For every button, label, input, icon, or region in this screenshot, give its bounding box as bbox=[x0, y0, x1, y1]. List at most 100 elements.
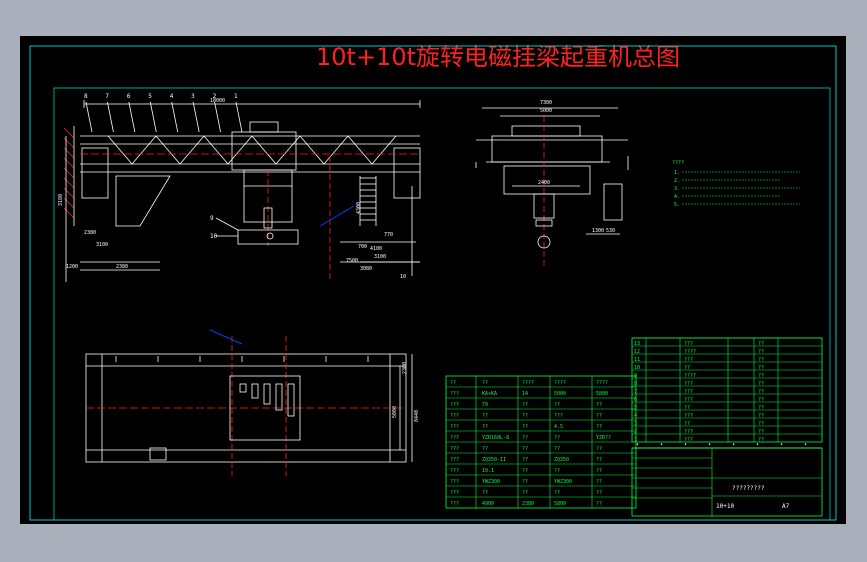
table-cell: ?? bbox=[596, 490, 602, 496]
truss-diagonal bbox=[131, 135, 157, 165]
parts-cell: 5 bbox=[634, 405, 637, 411]
wall-hatch bbox=[63, 187, 75, 199]
parts-cell: 8 bbox=[634, 381, 637, 387]
parts-marker: • bbox=[636, 442, 639, 448]
notes-heading: ???? bbox=[672, 160, 684, 166]
parts-cell: ?? bbox=[758, 389, 764, 395]
parts-cell: 11 bbox=[634, 357, 640, 363]
magnet-beam bbox=[237, 229, 299, 245]
parts-cell: ?? bbox=[684, 365, 690, 371]
parts-marker: • bbox=[660, 442, 663, 448]
parts-cell: ?? bbox=[758, 349, 764, 355]
dimension-text: 2380 bbox=[84, 230, 96, 236]
table-cell: ?? bbox=[554, 490, 560, 496]
dimension-text: 18000 bbox=[210, 98, 225, 104]
table-cell: ?? bbox=[482, 424, 488, 430]
table-header: ???? bbox=[554, 380, 566, 386]
title-block-drawing-number: 10+10 bbox=[716, 503, 734, 510]
parts-cell: ?? bbox=[758, 421, 764, 427]
end-carriage-right bbox=[393, 147, 421, 199]
truss-diagonal bbox=[155, 135, 181, 165]
dimension-text: 1300 bbox=[592, 228, 604, 234]
table-cell: ??? bbox=[450, 402, 459, 408]
balloon-number: 4 bbox=[170, 93, 174, 100]
truss-diagonal bbox=[179, 135, 205, 165]
table-header: ???? bbox=[596, 380, 608, 386]
table-cell: ?? bbox=[522, 402, 528, 408]
parts-cell: ?? bbox=[758, 381, 764, 387]
balloon-leader bbox=[192, 101, 200, 133]
parts-cell: ?? bbox=[684, 421, 690, 427]
leader-line bbox=[319, 205, 355, 227]
table-cell: YWZ300 bbox=[482, 479, 500, 485]
table-cell: ?? bbox=[554, 468, 560, 474]
table-cell: ?? bbox=[482, 446, 488, 452]
table-cell: ?? bbox=[554, 435, 560, 441]
parts-cell: ??? bbox=[684, 381, 693, 387]
wall-hatch bbox=[63, 147, 75, 159]
table-cell: ?? bbox=[522, 413, 528, 419]
parts-cell: ?? bbox=[758, 365, 764, 371]
wall-hatch bbox=[63, 177, 75, 189]
balloon-number: 5 bbox=[148, 93, 152, 100]
plan-leader bbox=[209, 329, 243, 345]
table-cell: ??? bbox=[450, 501, 459, 507]
wall-hatch bbox=[63, 127, 75, 139]
balloon-number: 2 bbox=[213, 93, 217, 100]
note-number: 5. bbox=[674, 202, 680, 208]
table-cell: ?? bbox=[522, 446, 528, 452]
callout-number: 10 bbox=[210, 233, 218, 240]
table-cell: 5000 bbox=[554, 391, 566, 397]
table-cell: ??? bbox=[450, 413, 459, 419]
sheet-frame bbox=[29, 45, 837, 521]
title-block-sheet: A7 bbox=[782, 503, 790, 510]
parts-cell: 7 bbox=[634, 389, 637, 395]
plan-trolley-part bbox=[263, 383, 271, 405]
title-block-name: ????????? bbox=[732, 485, 765, 492]
dimension-text: 4300 bbox=[356, 202, 362, 214]
parts-marker: • bbox=[804, 442, 807, 448]
truss-diagonal bbox=[251, 135, 277, 165]
parts-marker: • bbox=[732, 442, 735, 448]
note-number: 4. bbox=[674, 194, 680, 200]
parts-cell: ??? bbox=[684, 413, 693, 419]
balloon-number: 1 bbox=[234, 93, 238, 100]
parts-marker: • bbox=[684, 442, 687, 448]
dimension-text: 5000 bbox=[540, 108, 552, 114]
note-number: 2. bbox=[674, 178, 680, 184]
balloon-leader bbox=[235, 101, 243, 133]
table-cell: ?? bbox=[522, 435, 528, 441]
parts-cell: ?? bbox=[758, 397, 764, 403]
parts-cell: ?? bbox=[758, 437, 764, 443]
table-cell: ??? bbox=[450, 424, 459, 430]
parts-cell: 3 bbox=[634, 421, 637, 427]
dimension-text: 5000 bbox=[392, 406, 398, 418]
table-header: ?? bbox=[450, 380, 456, 386]
plan-trolley-part bbox=[275, 383, 283, 411]
parts-cell: ??? bbox=[684, 357, 693, 363]
table-cell: ??? bbox=[450, 446, 459, 452]
side-trolley bbox=[511, 125, 581, 137]
table-cell: KA+KA bbox=[482, 391, 497, 397]
table-cell: ZQ350 bbox=[554, 457, 569, 463]
table-cell: ??? bbox=[450, 468, 459, 474]
balloon-leader bbox=[128, 101, 136, 133]
table-cell: 10.1 bbox=[482, 468, 494, 474]
table-cell: 4.5 bbox=[554, 424, 563, 430]
table-cell: 2380 bbox=[522, 501, 534, 507]
parts-cell: ??? bbox=[684, 429, 693, 435]
table-cell: ?? bbox=[522, 468, 528, 474]
side-cab bbox=[603, 183, 623, 221]
truss-diagonal bbox=[203, 135, 229, 165]
parts-cell: ?? bbox=[684, 405, 690, 411]
parts-marker: • bbox=[756, 442, 759, 448]
side-hook bbox=[535, 219, 553, 227]
table-cell: ?? bbox=[554, 446, 560, 452]
table-cell: ??? bbox=[554, 413, 563, 419]
wall-hatch bbox=[63, 167, 75, 179]
plan-trolley-part bbox=[287, 383, 295, 417]
table-cell: YZR160L-8 bbox=[482, 435, 509, 441]
parts-cell: 1 bbox=[634, 437, 637, 443]
